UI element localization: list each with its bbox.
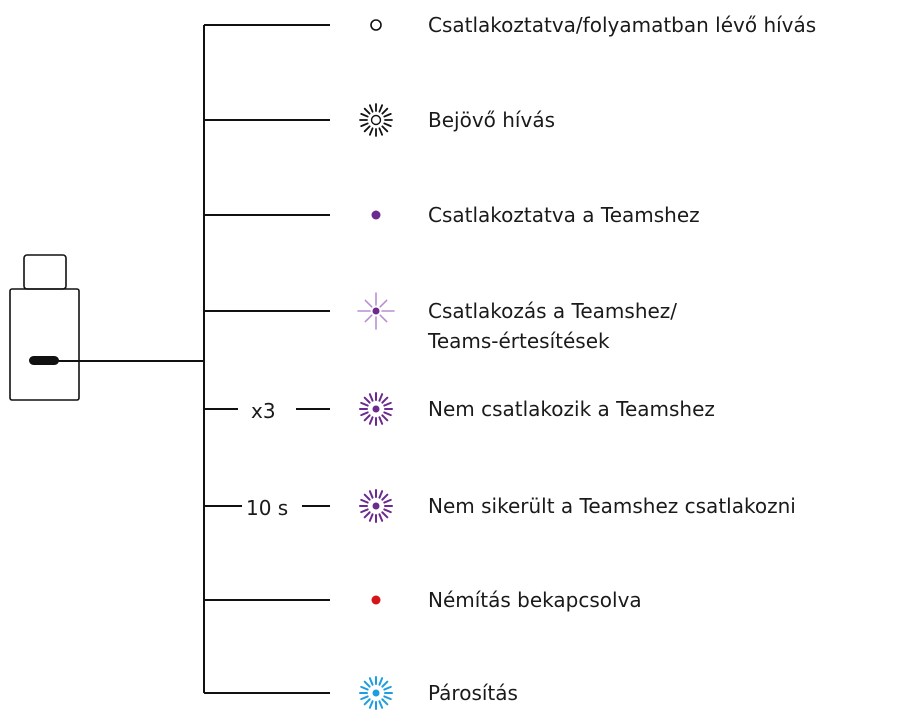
burst-ray	[378, 677, 384, 686]
burst-ray	[363, 698, 371, 706]
burst-ray	[378, 416, 384, 425]
dot	[372, 307, 380, 315]
dot	[372, 405, 380, 413]
burst-ray	[381, 414, 389, 422]
purple-pulse-icon	[357, 292, 395, 330]
repeat-label: x3	[251, 399, 276, 423]
led-indicators	[357, 19, 395, 710]
purple-burst-icon	[359, 489, 393, 523]
status-led-bar	[29, 356, 59, 365]
burst-ray	[360, 685, 369, 691]
burst-ray	[360, 411, 369, 417]
burst-ray	[363, 493, 371, 501]
burst-ray	[378, 490, 384, 499]
burst-ray	[360, 112, 369, 118]
burst-ray	[378, 393, 384, 402]
burst-ray	[368, 416, 374, 425]
label-line: Csatlakozás a Teamshez/	[428, 299, 678, 323]
burst-ray	[381, 125, 389, 133]
burst-ray	[368, 513, 374, 522]
burst-ray	[368, 490, 374, 499]
burst-ray	[360, 122, 369, 128]
state-label-mute-on: Némítás bekapcsolva	[428, 585, 642, 615]
burst-ray	[381, 680, 389, 688]
usb-receiver-icon	[9, 254, 80, 401]
connector-lines	[58, 25, 205, 693]
label-line: Csatlakoztatva/folyamatban lévő hívás	[428, 13, 817, 37]
burst-ray	[378, 127, 384, 136]
state-label-incoming-call: Bejövő hívás	[428, 105, 555, 135]
dot	[371, 595, 381, 605]
circle-outline	[370, 19, 382, 31]
burst-ray	[368, 127, 374, 136]
label-line: Nem sikerült a Teamshez csatlakozni	[428, 494, 796, 518]
state-label-teams-not-connecting: Nem csatlakozik a Teamshez	[428, 394, 715, 424]
pulse-ray	[364, 299, 373, 308]
label-line: Nem csatlakozik a Teamshez	[428, 397, 715, 421]
label-line: Csatlakoztatva a Teamshez	[428, 203, 700, 227]
burst-ray	[378, 104, 384, 113]
burst-ray	[368, 393, 374, 402]
burst-ray	[363, 680, 371, 688]
burst-ray	[378, 513, 384, 522]
burst-ray	[363, 125, 371, 133]
burst-ray	[368, 700, 374, 709]
state-label-teams-connecting: Csatlakozás a Teamshez/Teams-értesítések	[428, 296, 677, 356]
usb-connector	[23, 254, 67, 290]
burst-ray	[363, 414, 371, 422]
burst-ray	[381, 698, 389, 706]
state-label-pairing: Párosítás	[428, 678, 518, 708]
burst-ray	[360, 695, 369, 701]
purple-burst-icon	[359, 392, 393, 426]
burst-ray	[378, 700, 384, 709]
state-label-teams-connect-failed: Nem sikerült a Teamshez csatlakozni	[428, 491, 796, 521]
burst-ray	[363, 396, 371, 404]
burst-ray	[363, 107, 371, 115]
dot	[372, 502, 380, 510]
burst-ray	[368, 104, 374, 113]
burst-ray	[383, 112, 392, 118]
pulse-ray	[364, 314, 373, 323]
open-circle-icon	[370, 19, 382, 31]
center-circle	[370, 114, 382, 126]
state-label-teams-connected: Csatlakoztatva a Teamshez	[428, 200, 700, 230]
pulse-ray	[379, 299, 388, 308]
burst-ray	[360, 508, 369, 514]
burst-ray	[383, 122, 392, 128]
burst-ray	[381, 511, 389, 519]
burst-ray	[360, 401, 369, 407]
burst-ray	[383, 685, 392, 691]
burst-ray	[381, 493, 389, 501]
burst-ray	[363, 511, 371, 519]
burst-ray	[383, 411, 392, 417]
state-label-connected-call: Csatlakoztatva/folyamatban lévő hívás	[428, 10, 816, 40]
burst-ray	[360, 498, 369, 504]
blue-burst-icon	[359, 676, 393, 710]
usb-receiver-body	[9, 288, 80, 401]
pulse-ray	[379, 314, 388, 323]
red-dot-icon	[371, 595, 381, 605]
dot	[372, 689, 380, 697]
burst-ray	[383, 508, 392, 514]
burst-ray	[368, 677, 374, 686]
label-line: Párosítás	[428, 681, 518, 705]
burst-ray	[383, 401, 392, 407]
label-line: Bejövő hívás	[428, 108, 555, 132]
burst-ray	[381, 396, 389, 404]
repeat-label: 10 s	[246, 496, 289, 520]
purple-dot-icon	[371, 210, 381, 220]
label-line: Némítás bekapcsolva	[428, 588, 642, 612]
dot	[371, 210, 381, 220]
burst-ray	[383, 695, 392, 701]
burst-ray	[381, 107, 389, 115]
label-line: Teams-értesítések	[428, 329, 610, 353]
black-burst-open-center-icon	[359, 103, 393, 137]
burst-ray	[383, 498, 392, 504]
branch-lines	[204, 24, 330, 694]
